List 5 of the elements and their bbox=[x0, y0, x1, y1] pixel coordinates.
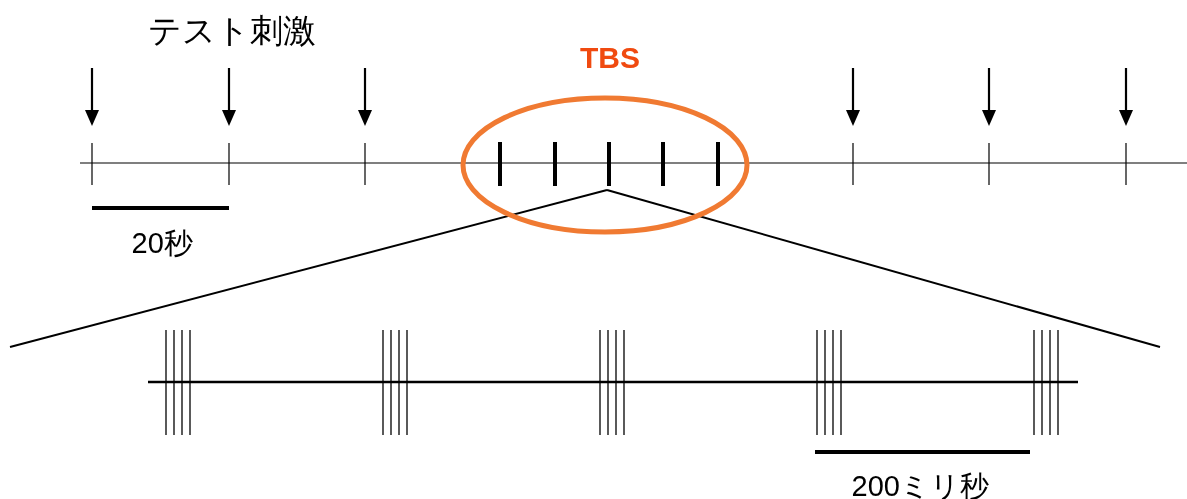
stimulus-label: テスト刺激 bbox=[148, 13, 316, 47]
duration-label: 20秒 bbox=[131, 228, 193, 258]
highlight-label: TBS bbox=[580, 43, 640, 73]
duration-label: 200ミリ秒 bbox=[851, 471, 989, 499]
highlight-ellipse bbox=[460, 95, 750, 235]
